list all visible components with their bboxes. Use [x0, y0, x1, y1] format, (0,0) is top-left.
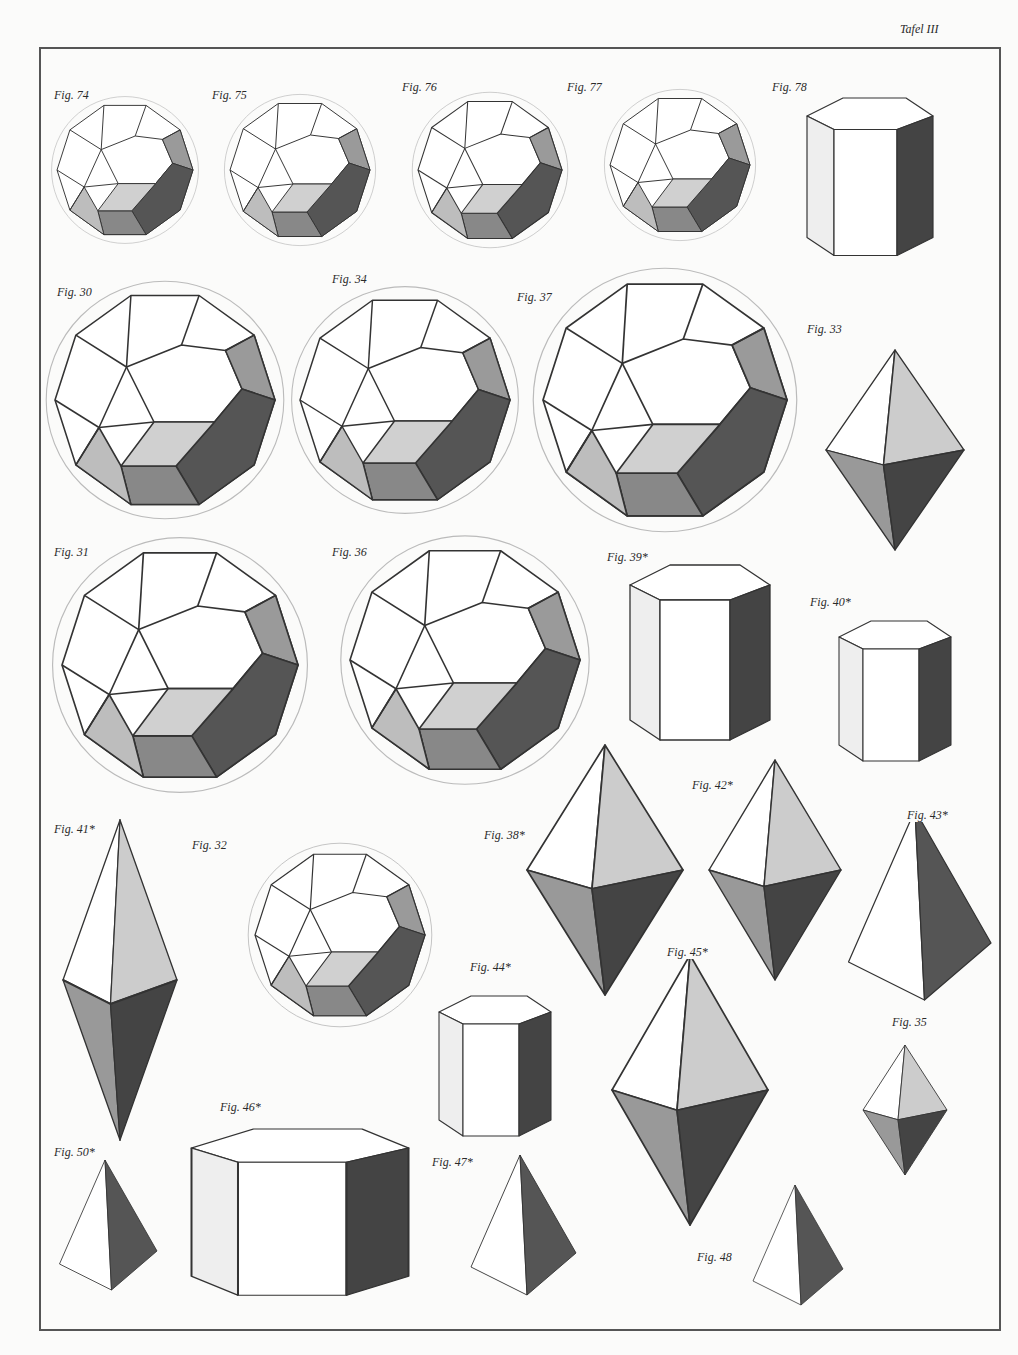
figure-number: Fig. 31: [52, 545, 91, 559]
figure-number: Fig. 39*: [605, 550, 650, 564]
figure-number: Fig. 78: [770, 80, 809, 94]
figure-number: Fig. 47*: [430, 1155, 475, 1169]
figure-number: Fig. 38*: [482, 828, 527, 842]
plate-number: Tafel III: [898, 22, 941, 36]
figure-number: Fig. 37: [515, 290, 554, 304]
figure-number: Fig. 41*: [52, 822, 97, 836]
figure-number: Fig. 40*: [808, 595, 853, 609]
figure-number: Fig. 43*: [905, 808, 950, 822]
figure-number: Fig. 76: [400, 80, 439, 94]
figure-number: Fig. 48: [695, 1250, 734, 1264]
figure-number: Fig. 45*: [665, 945, 710, 959]
figure-number: Fig. 35: [890, 1015, 929, 1029]
figure-number: Fig. 46*: [218, 1100, 263, 1114]
figure-number: Fig. 30: [55, 285, 94, 299]
figure-number: Fig. 75: [210, 88, 249, 102]
figure-number: Fig. 33: [805, 322, 844, 336]
figure-number: Fig. 44*: [468, 960, 513, 974]
figure-number: Fig. 74: [52, 88, 91, 102]
figure-number: Fig. 34: [330, 272, 369, 286]
figure-number: Fig. 77: [565, 80, 604, 94]
figure-number: Fig. 32: [190, 838, 229, 852]
figure-number: Fig. 42*: [690, 778, 735, 792]
figure-number: Fig. 36: [330, 545, 369, 559]
figure-number: Fig. 50*: [52, 1145, 97, 1159]
